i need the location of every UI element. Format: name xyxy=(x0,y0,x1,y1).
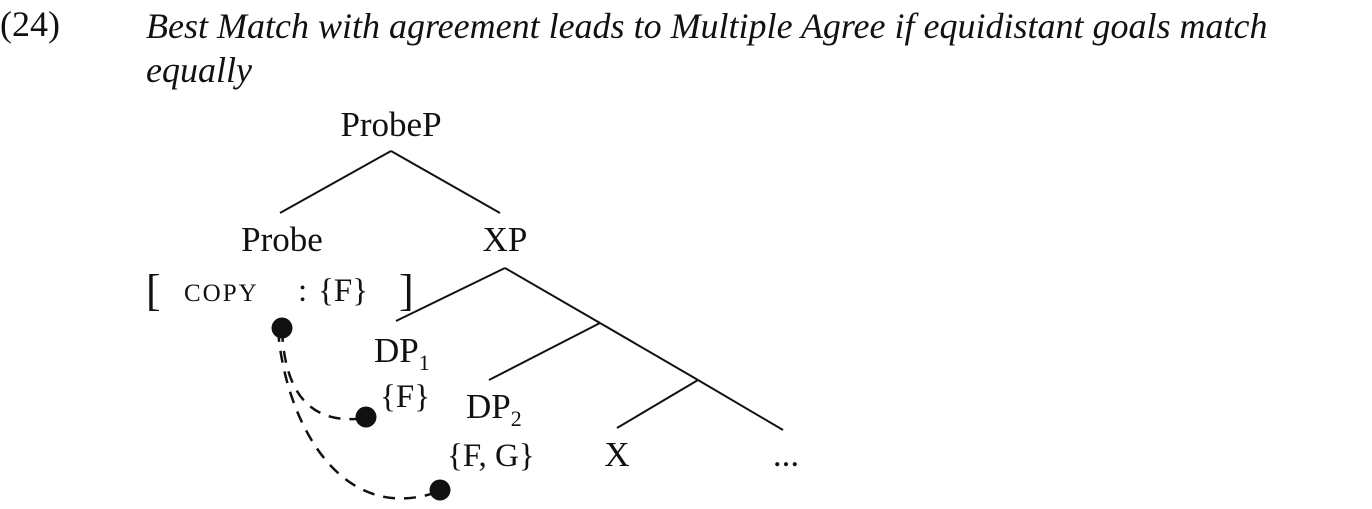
branch-xp-xbar xyxy=(504,267,601,324)
branch-xbar2-x xyxy=(616,379,699,429)
dp1-label: DP xyxy=(374,331,419,370)
node-probe: Probe xyxy=(241,220,323,259)
branch-probep-probe xyxy=(279,150,392,214)
node-dp2: DP2 xyxy=(466,387,522,431)
node-xp: XP xyxy=(483,220,528,259)
dp2-features: {F, G} xyxy=(447,438,535,474)
dp2-subscript: 2 xyxy=(511,406,522,431)
branch-xbar2-ellipsis xyxy=(697,379,784,431)
feature-attribute-copy: COPY xyxy=(184,280,259,307)
node-probep: ProbeP xyxy=(340,105,441,144)
node-dp1: DP1 xyxy=(374,331,430,375)
dp2-label: DP xyxy=(466,387,511,426)
feature-separator: : xyxy=(298,273,307,309)
branch-xbar-dp2 xyxy=(488,322,601,381)
example-title: Best Match with agreement leads to Multi… xyxy=(146,6,1268,90)
agree-arc-dp1 xyxy=(280,329,367,421)
dp1-features: {F} xyxy=(380,379,430,415)
node-x: X xyxy=(604,435,629,474)
feature-open-bracket: [ xyxy=(146,266,161,315)
branch-probep-xp xyxy=(390,150,501,214)
branch-xbar-xbar2 xyxy=(599,322,699,381)
feature-value: {F} xyxy=(318,273,368,309)
dp1-subscript: 1 xyxy=(419,350,430,375)
example-number: (24) xyxy=(0,4,60,44)
node-ellipsis: ... xyxy=(773,435,799,474)
probe-dot xyxy=(271,317,293,339)
dp1-goal-dot xyxy=(355,406,377,428)
feature-close-bracket: ] xyxy=(399,266,414,315)
dp2-goal-dot xyxy=(429,479,451,501)
branch-xp-dp1 xyxy=(395,267,506,322)
